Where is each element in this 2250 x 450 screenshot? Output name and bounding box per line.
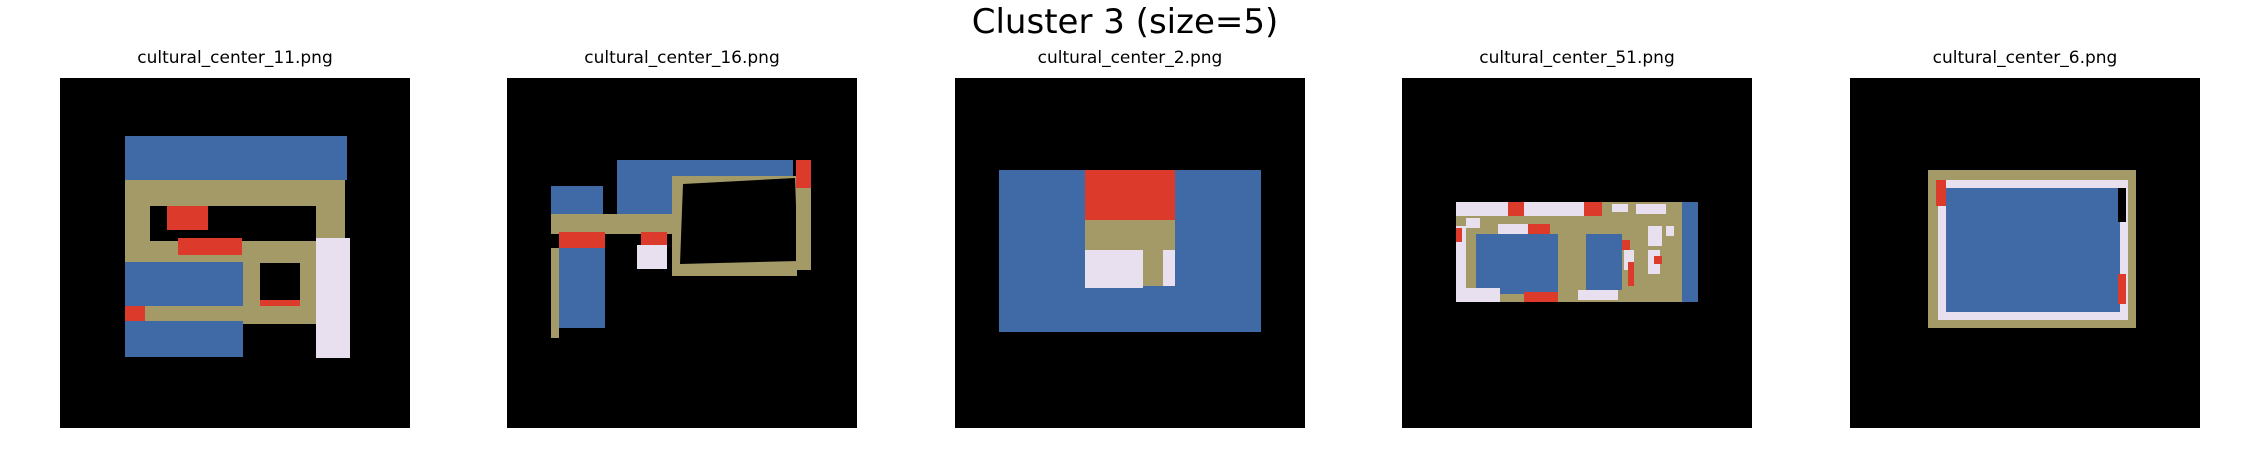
room <box>1466 218 1480 228</box>
room <box>1085 250 1143 288</box>
room <box>1654 256 1662 264</box>
room <box>1163 250 1175 286</box>
room <box>2118 274 2126 304</box>
room <box>1524 292 1558 302</box>
room <box>316 238 350 358</box>
room <box>551 214 677 234</box>
room <box>1476 234 1558 294</box>
room <box>1682 202 1698 302</box>
room <box>1648 226 1662 246</box>
room <box>559 248 605 328</box>
floorplan-image <box>507 78 857 428</box>
room <box>1584 202 1602 216</box>
floorplan-image <box>955 78 1305 428</box>
floorplan-image <box>1850 78 2200 428</box>
panel-filename: cultural_center_51.png <box>1479 48 1675 68</box>
floorplan-image <box>1402 78 1752 428</box>
room <box>551 186 603 214</box>
room <box>1456 202 1508 216</box>
room <box>125 136 347 180</box>
room <box>125 262 243 306</box>
room <box>1622 240 1630 250</box>
panel-filename: cultural_center_16.png <box>584 48 780 68</box>
room <box>551 248 559 338</box>
panel-filename: cultural_center_6.png <box>1932 48 2118 68</box>
room <box>260 263 300 301</box>
room <box>641 232 667 246</box>
room <box>1085 170 1175 220</box>
room <box>1524 202 1584 216</box>
room <box>1936 180 1946 206</box>
panel-filename: cultural_center_2.png <box>1037 48 1223 68</box>
room <box>1508 202 1524 216</box>
room <box>680 178 798 264</box>
room <box>1456 260 1464 270</box>
room <box>1498 224 1528 234</box>
room <box>1636 204 1666 214</box>
room <box>125 321 243 357</box>
room <box>2118 188 2126 222</box>
room <box>1612 204 1628 212</box>
room <box>260 300 300 306</box>
room <box>1456 228 1462 242</box>
room <box>1586 234 1622 290</box>
room <box>125 306 145 321</box>
room <box>178 238 242 255</box>
room <box>1578 290 1618 300</box>
floorplan-image <box>60 78 410 428</box>
room <box>559 232 605 248</box>
room <box>1528 224 1550 234</box>
panel-filename: cultural_center_11.png <box>137 48 333 68</box>
room <box>637 245 667 269</box>
room <box>1946 188 2120 312</box>
room <box>1628 262 1634 286</box>
figure-title: Cluster 3 (size=5) <box>971 2 1279 42</box>
room <box>1624 250 1634 270</box>
room <box>167 206 208 230</box>
room <box>1666 226 1674 236</box>
room <box>796 160 811 188</box>
room <box>796 188 811 270</box>
room <box>1456 288 1500 302</box>
